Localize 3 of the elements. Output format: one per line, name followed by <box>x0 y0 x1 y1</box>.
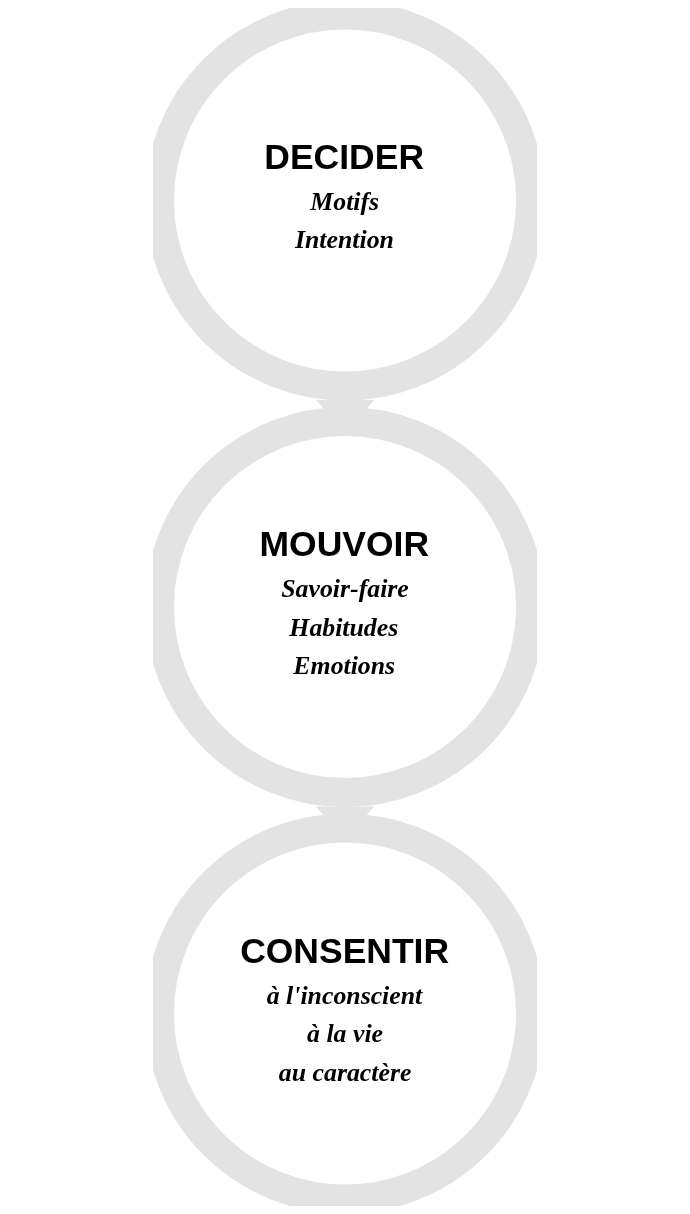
node-circle: DECIDER Motifs Intention <box>153 8 537 401</box>
node-circle: CONSENTIR à l'inconscient à la vie au caractère <box>153 813 537 1206</box>
node-circle: MOUVOIR Savoir-faire Habitudes Emotions <box>153 406 537 808</box>
